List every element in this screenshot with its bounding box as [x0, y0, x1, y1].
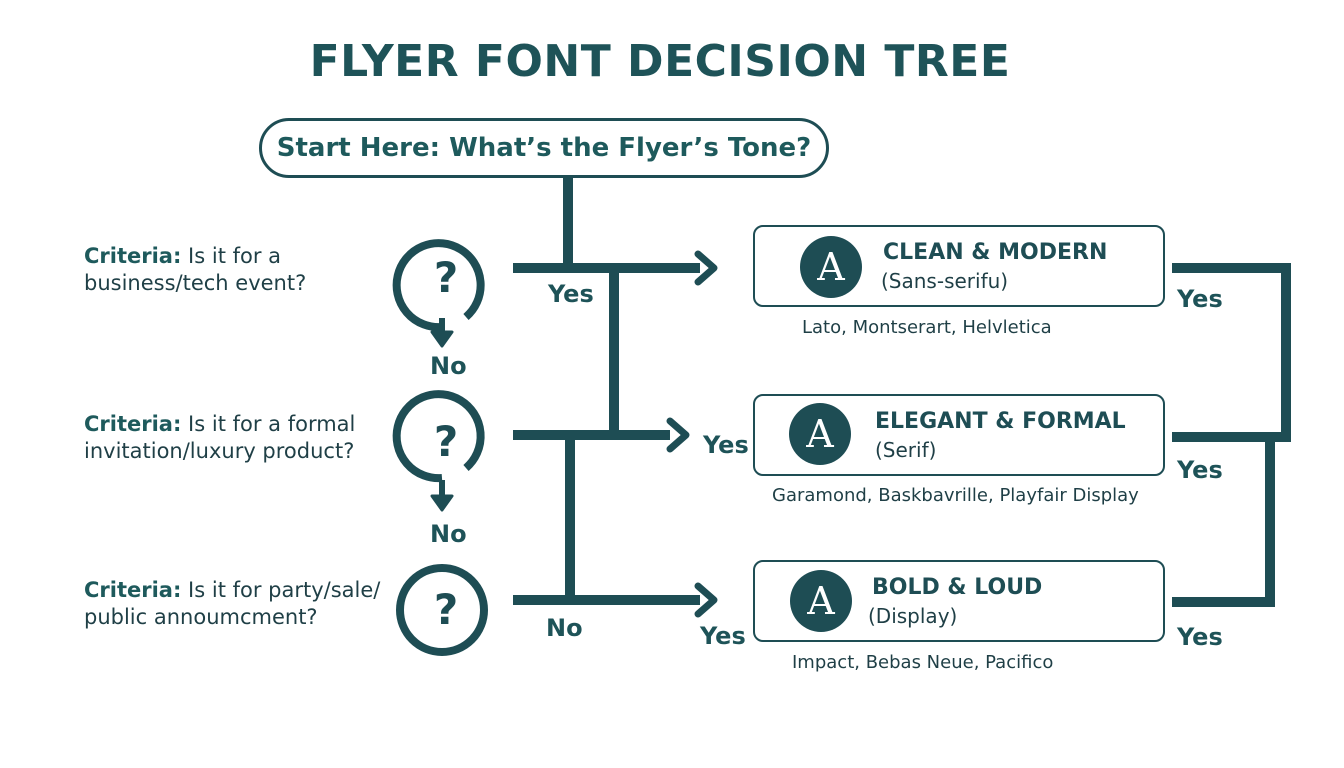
no-label: No	[430, 352, 467, 380]
criteria-line2: business/tech event?	[84, 271, 307, 295]
yes-label: Yes	[548, 280, 594, 308]
criteria-3: Criteria: Is it for party/sale/ public a…	[84, 577, 380, 631]
criteria-line1: Is it for a formal	[181, 412, 356, 436]
font-letter-icon: A	[800, 236, 862, 298]
font-examples: Impact, Bebas Neue, Pacifico	[792, 652, 1054, 673]
card-subtitle: (Serif)	[875, 438, 937, 462]
question-mark-icon: ?	[434, 585, 458, 634]
right-bracket-bottom	[1172, 437, 1275, 607]
no-label: No	[430, 520, 467, 548]
yes-label: Yes	[703, 431, 749, 459]
criteria-line1: Is it for a	[181, 244, 282, 268]
yes-label: Yes	[1177, 623, 1223, 651]
arrowhead-row3	[694, 582, 718, 618]
yes-label: Yes	[700, 622, 746, 650]
card-subtitle: (Sans-serifu)	[881, 269, 1009, 293]
card-title: BOLD & LOUD	[872, 575, 1043, 600]
criteria-prefix: Criteria:	[84, 578, 182, 602]
start-node: Start Here: What’s the Flyer’s Tone?	[259, 118, 829, 178]
arrowhead-row1	[694, 250, 718, 286]
yes-label: Yes	[1177, 456, 1223, 484]
criteria-line2: invitation/luxury product?	[84, 439, 355, 463]
criteria-prefix: Criteria:	[84, 244, 182, 268]
card-title: CLEAN & MODERN	[883, 240, 1108, 265]
page-title: FLYER FONT DECISION TREE	[309, 36, 1011, 87]
font-letter-icon: A	[789, 403, 851, 465]
no-label: No	[546, 614, 583, 642]
card-title: ELEGANT & FORMAL	[875, 409, 1126, 434]
card-subtitle: (Display)	[868, 604, 958, 628]
criteria-2: Criteria: Is it for a formal invitation/…	[84, 411, 355, 465]
question-mark-icon: ?	[434, 253, 458, 302]
font-examples: Garamond, Baskbavrille, Playfair Display	[772, 485, 1139, 506]
question-node-3	[396, 564, 488, 656]
question-node-1	[392, 239, 485, 348]
arrowhead-row2	[666, 417, 690, 453]
font-examples: Lato, Montserart, Helvletica	[802, 317, 1052, 338]
criteria-line1: Is it for party/sale/	[181, 578, 381, 602]
criteria-1: Criteria: Is it for a business/tech even…	[84, 243, 306, 297]
criteria-line2: public annoumcment?	[84, 605, 318, 629]
question-mark-icon: ?	[434, 417, 458, 466]
right-bracket-top	[1172, 263, 1291, 442]
criteria-prefix: Criteria:	[84, 412, 182, 436]
font-letter-icon: A	[790, 570, 852, 632]
yes-label: Yes	[1177, 285, 1223, 313]
question-node-2	[392, 390, 485, 512]
